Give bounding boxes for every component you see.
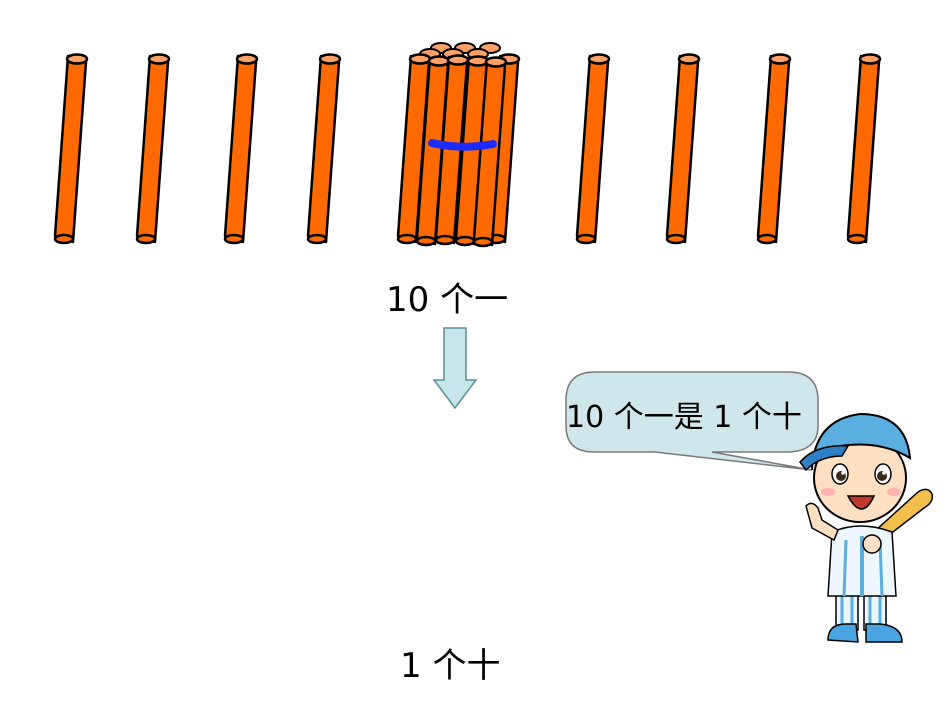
stick-2	[135, 53, 171, 245]
stick-4	[306, 53, 342, 245]
arrow-down-icon	[432, 327, 478, 410]
stick-5	[575, 53, 611, 245]
speech-bubble	[565, 371, 819, 471]
stick-6	[665, 53, 701, 245]
stick-1	[53, 53, 89, 245]
stick-7	[756, 53, 792, 245]
stick-3	[223, 53, 259, 245]
speech-bubble-text: 10 个一是 1 个十	[566, 400, 802, 435]
ones-label: 10 个一	[386, 280, 509, 320]
boy-with-bat-icon	[799, 412, 934, 643]
ten-label: 1 个十	[400, 646, 501, 686]
stick-8	[846, 53, 882, 245]
stick-bundle-icon	[396, 42, 521, 248]
bundle-band	[428, 139, 497, 151]
